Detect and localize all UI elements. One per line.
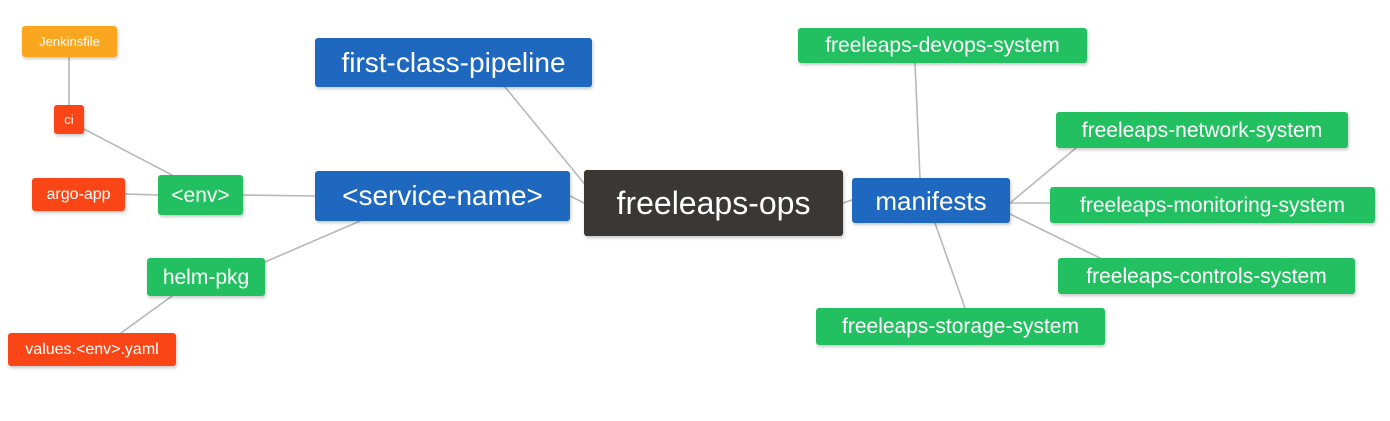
node-label-env: <env>	[171, 183, 230, 207]
node-values-env-yaml[interactable]: values.<env>.yaml	[8, 333, 176, 366]
node-label-manifests: manifests	[875, 185, 987, 216]
node-label-first-class-pipeline: first-class-pipeline	[341, 46, 566, 78]
node-freeleaps-monitoring-system[interactable]: freeleaps-monitoring-system	[1050, 187, 1375, 223]
edge-freeleaps-ops-to-service-name	[569, 195, 585, 204]
node-label-freeleaps-controls-system: freeleaps-controls-system	[1086, 264, 1327, 288]
node-label-values-env-yaml: values.<env>.yaml	[25, 340, 159, 358]
node-label-argo-app: argo-app	[46, 185, 111, 203]
node-label-freeleaps-devops-system: freeleaps-devops-system	[825, 34, 1060, 57]
edge-manifests-to-freeleaps-storage-system	[934, 222, 966, 309]
edge-manifests-to-freeleaps-devops-system	[914, 62, 921, 179]
edge-env-to-ci	[81, 127, 173, 176]
node-label-freeleaps-monitoring-system: freeleaps-monitoring-system	[1080, 193, 1345, 217]
node-manifests[interactable]: manifests	[852, 178, 1010, 223]
edge-freeleaps-ops-to-manifests	[842, 199, 853, 204]
node-freeleaps-controls-system[interactable]: freeleaps-controls-system	[1058, 258, 1355, 294]
edge-service-name-to-env	[242, 194, 316, 197]
edge-service-name-to-helm-pkg	[264, 220, 361, 263]
node-freeleaps-devops-system[interactable]: freeleaps-devops-system	[798, 28, 1087, 63]
node-argo-app[interactable]: argo-app	[32, 178, 125, 211]
node-label-freeleaps-network-system: freeleaps-network-system	[1081, 118, 1323, 142]
node-ci[interactable]: ci	[54, 105, 84, 134]
edge-env-to-argo-app	[124, 193, 159, 196]
node-label-jenkinsfile: Jenkinsfile	[39, 34, 100, 49]
node-label-helm-pkg: helm-pkg	[162, 265, 250, 289]
node-freeleaps-ops[interactable]: freeleaps-ops	[584, 170, 843, 236]
node-first-class-pipeline[interactable]: first-class-pipeline	[315, 38, 592, 87]
node-env[interactable]: <env>	[158, 175, 243, 215]
node-label-service-name: <service-name>	[342, 180, 543, 211]
node-label-freeleaps-storage-system: freeleaps-storage-system	[842, 315, 1079, 338]
node-label-ci: ci	[64, 112, 74, 127]
node-helm-pkg[interactable]: helm-pkg	[147, 258, 265, 296]
node-freeleaps-storage-system[interactable]: freeleaps-storage-system	[816, 308, 1105, 345]
node-freeleaps-network-system[interactable]: freeleaps-network-system	[1056, 112, 1348, 148]
node-label-freeleaps-ops: freeleaps-ops	[616, 185, 811, 221]
node-jenkinsfile[interactable]: Jenkinsfile	[22, 26, 117, 57]
edge-helm-pkg-to-values-env-yaml	[120, 295, 173, 334]
node-service-name[interactable]: <service-name>	[315, 171, 570, 221]
